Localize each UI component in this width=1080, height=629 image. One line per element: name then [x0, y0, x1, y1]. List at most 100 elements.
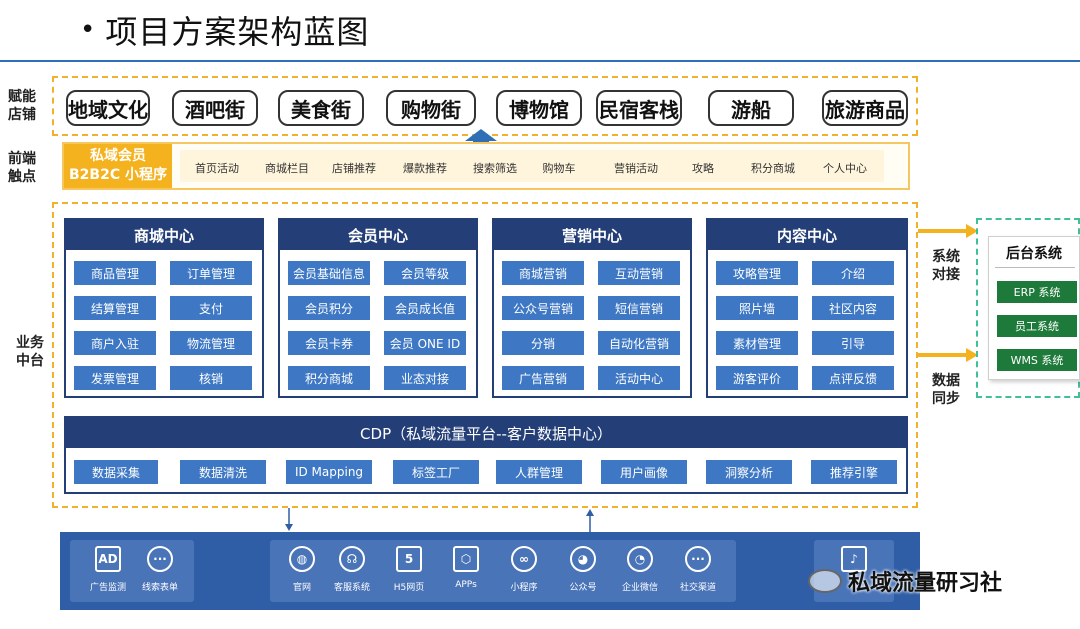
channel-customer-service[interactable]: ☊ 客服系统 [322, 546, 382, 593]
store-shopping-street[interactable]: 购物街 [386, 90, 476, 126]
cdp-data-collect[interactable]: 数据采集 [74, 460, 158, 484]
chip-member-level[interactable]: 会员等级 [384, 261, 466, 285]
chip-distribution[interactable]: 分销 [502, 331, 584, 355]
touchpoint-store-recommend[interactable]: 店铺推荐 [332, 162, 376, 175]
center-marketing-title: 营销中心 [494, 220, 690, 250]
chip-points-mall[interactable]: 积分商城 [288, 366, 370, 390]
touchpoint-search-filter[interactable]: 搜索筛选 [473, 162, 517, 175]
mini-program-icon: ∞ [511, 546, 537, 572]
channel-ad-monitor[interactable]: AD 广告监测 [78, 546, 138, 593]
wecom-icon: ◔ [627, 546, 653, 572]
channel-official-account[interactable]: ◕ 公众号 [553, 546, 613, 593]
channel-label: 官网 [292, 583, 311, 593]
touchpoint-cart[interactable]: 购物车 [542, 162, 576, 175]
middle-platform-frame [52, 202, 918, 508]
channel-mini-program[interactable]: ∞ 小程序 [494, 546, 554, 593]
chip-merchant-onboard[interactable]: 商户入驻 [74, 331, 156, 355]
arrow-right-icon [966, 348, 978, 362]
touchpoint-points-mall[interactable]: 积分商城 [751, 162, 795, 175]
store-food-street[interactable]: 美食街 [278, 90, 364, 126]
touchpoint-personal-center[interactable]: 个人中心 [823, 162, 867, 175]
cdp-data-clean[interactable]: 数据清洗 [180, 460, 266, 484]
chip-official-account-marketing[interactable]: 公众号营销 [502, 296, 584, 320]
cdp-insight-analysis[interactable]: 洞察分析 [706, 460, 792, 484]
chip-auto-marketing[interactable]: 自动化营销 [598, 331, 680, 355]
channel-h5[interactable]: 5 H5网页 [379, 546, 439, 593]
channel-label: APPs [455, 580, 477, 590]
chip-interactive-marketing[interactable]: 互动营销 [598, 261, 680, 285]
chip-photo-wall[interactable]: 照片墙 [716, 296, 798, 320]
chip-invoice[interactable]: 发票管理 [74, 366, 156, 390]
chip-order-management[interactable]: 订单管理 [170, 261, 252, 285]
chip-member-basic-info[interactable]: 会员基础信息 [288, 261, 370, 285]
cdp-tag-factory[interactable]: 标签工厂 [393, 460, 479, 484]
watermark-text: 私域流量研习社 [848, 571, 1003, 596]
chip-member-points[interactable]: 会员积分 [288, 296, 370, 320]
channel-wecom[interactable]: ◔ 企业微信 [610, 546, 670, 593]
store-cruise[interactable]: 游船 [708, 90, 794, 126]
chip-verification[interactable]: 核销 [170, 366, 252, 390]
page-title: 项目方案架构蓝图 [105, 13, 370, 51]
chip-visitor-review[interactable]: 游客评价 [716, 366, 798, 390]
channel-tiktok[interactable]: ♪ [824, 546, 884, 572]
channel-label: 客服系统 [333, 583, 370, 593]
cdp-user-profile[interactable]: 用户画像 [601, 460, 687, 484]
chip-community-content[interactable]: 社区内容 [812, 296, 894, 320]
backend-wms[interactable]: WMS 系统 [997, 349, 1077, 371]
wechat-icon: ◕ [570, 546, 596, 572]
touchpoint-marketing[interactable]: 营销活动 [614, 162, 658, 175]
channel-apps[interactable]: ⬡ APPs [436, 546, 496, 590]
cdp-title: CDP（私域流量平台--客户数据中心） [66, 418, 906, 448]
chip-product-management[interactable]: 商品管理 [74, 261, 156, 285]
touchpoint-mall-column[interactable]: 商城栏目 [265, 162, 309, 175]
channel-label: H5网页 [393, 583, 425, 593]
channel-social[interactable]: ··· 社交渠道 [668, 546, 728, 593]
chip-mall-marketing[interactable]: 商城营销 [502, 261, 584, 285]
data-flow-arrows [285, 508, 594, 532]
chip-material-management[interactable]: 素材管理 [716, 331, 798, 355]
page-title-row: • 项目方案架构蓝图 [80, 8, 369, 52]
chip-guidance[interactable]: 引导 [812, 331, 894, 355]
chip-payment[interactable]: 支付 [170, 296, 252, 320]
label-frontend: 前端 触点 [8, 151, 36, 185]
channel-website[interactable]: ◍ 官网 [272, 546, 332, 593]
store-regional-culture[interactable]: 地域文化 [66, 90, 150, 126]
label-middle-platform: 业务 中台 [16, 335, 44, 369]
chip-sms-marketing[interactable]: 短信营销 [598, 296, 680, 320]
chip-member-growth[interactable]: 会员成长值 [384, 296, 466, 320]
cdp-audience-management[interactable]: 人群管理 [496, 460, 582, 484]
backend-staff-system[interactable]: 员工系统 [997, 315, 1077, 337]
chip-activity-center[interactable]: 活动中心 [598, 366, 680, 390]
touchpoint-home-activity[interactable]: 首页活动 [195, 162, 239, 175]
chip-introduction[interactable]: 介绍 [812, 261, 894, 285]
chip-member-coupon[interactable]: 会员卡券 [288, 331, 370, 355]
channel-lead-form[interactable]: ··· 线索表单 [130, 546, 190, 593]
member-mini-program[interactable]: 私域会员 B2B2C 小程序 [64, 144, 172, 188]
backend-erp[interactable]: ERP 系统 [997, 281, 1077, 303]
chat-dots-icon: ··· [147, 546, 173, 572]
store-bar-street[interactable]: 酒吧街 [172, 90, 258, 126]
backend-system-panel: 后台系统 ERP 系统 员工系统 WMS 系统 [988, 236, 1080, 380]
chip-member-one-id[interactable]: 会员 ONE ID [384, 331, 466, 355]
touchpoint-guide[interactable]: 攻略 [692, 162, 714, 175]
cdp-recommend-engine[interactable]: 推荐引擎 [811, 460, 897, 484]
chip-settlement[interactable]: 结算管理 [74, 296, 156, 320]
headset-icon: ☊ [339, 546, 365, 572]
channel-label: 社交渠道 [679, 583, 716, 593]
chip-logistics[interactable]: 物流管理 [170, 331, 252, 355]
touchpoint-hot-recommend[interactable]: 爆款推荐 [403, 162, 447, 175]
title-bullet: • [80, 15, 96, 45]
store-travel-goods[interactable]: 旅游商品 [822, 90, 908, 126]
cube-icon: ⬡ [453, 546, 479, 572]
channel-label: 企业微信 [621, 583, 658, 593]
chip-business-connect[interactable]: 业态对接 [384, 366, 466, 390]
chip-review-feedback[interactable]: 点评反馈 [812, 366, 894, 390]
store-homestay[interactable]: 民宿客栈 [596, 90, 682, 126]
store-museum[interactable]: 博物馆 [496, 90, 582, 126]
chip-ad-marketing[interactable]: 广告营销 [502, 366, 584, 390]
chip-guide-management[interactable]: 攻略管理 [716, 261, 798, 285]
cdp-id-mapping[interactable]: ID Mapping [286, 460, 372, 484]
title-divider [0, 60, 1080, 62]
channel-label: 广告监测 [89, 583, 126, 593]
member-title: 私域会员 [90, 148, 146, 164]
